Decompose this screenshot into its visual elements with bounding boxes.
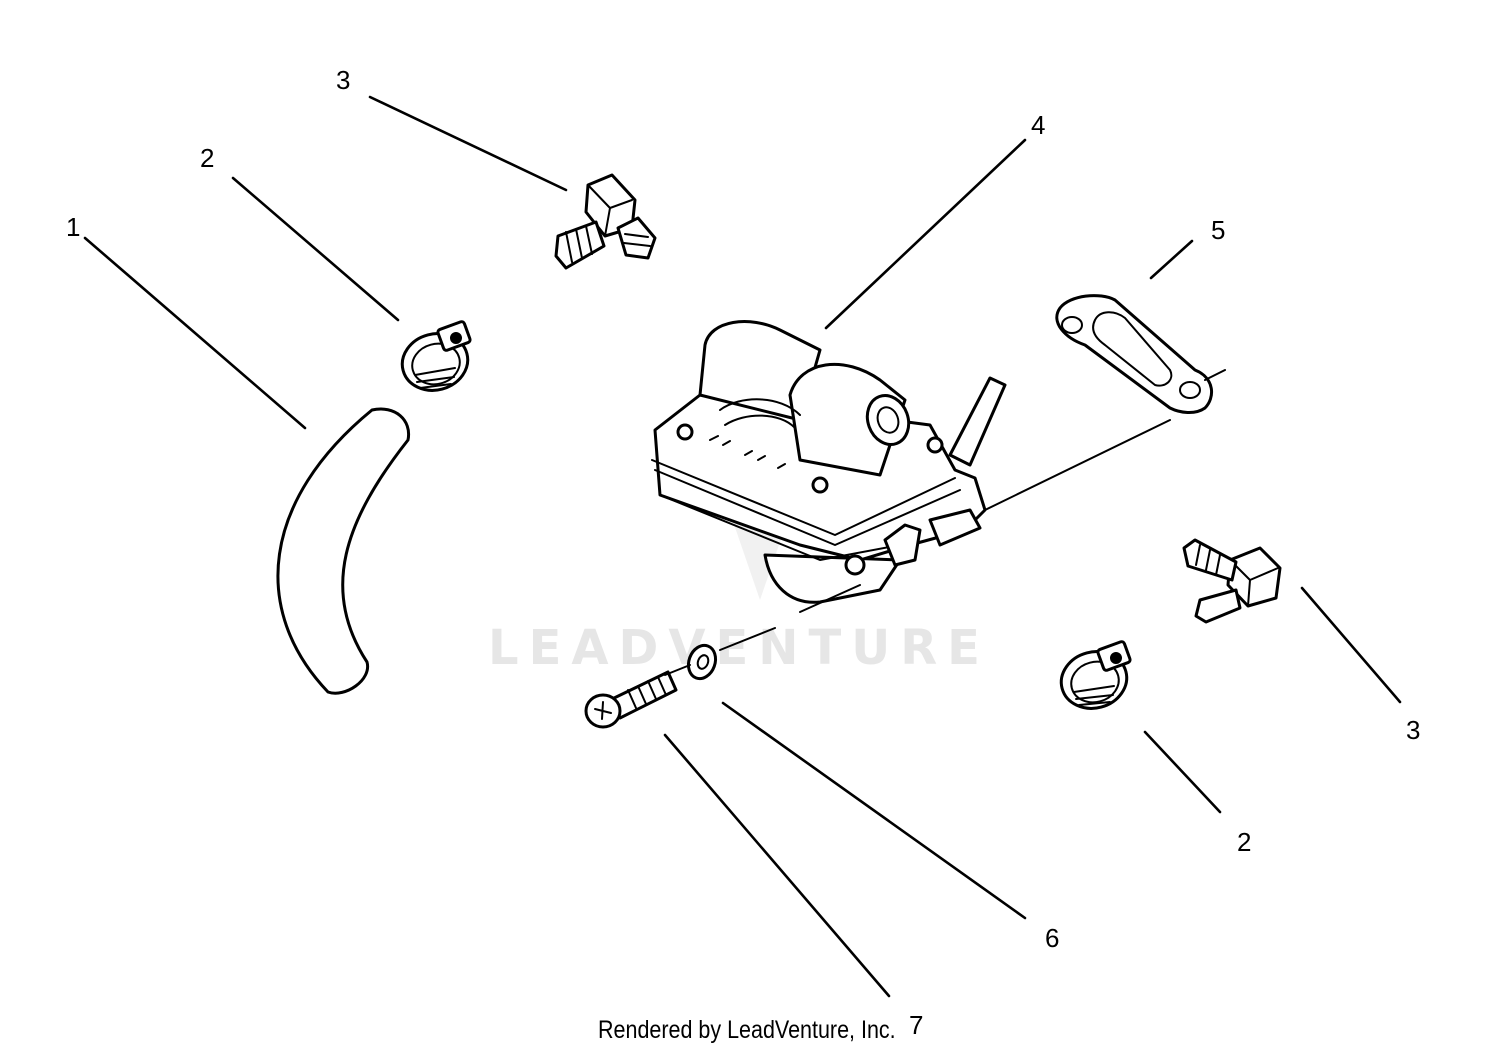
leader-line-4 bbox=[824, 138, 1027, 330]
footer-credit: Rendered by LeadVenture, Inc. bbox=[598, 1016, 896, 1044]
hose-clamp-lower[interactable] bbox=[1055, 640, 1133, 716]
leader-lines bbox=[83, 95, 1402, 998]
callout-1: 1 bbox=[66, 212, 80, 242]
leader-line-1 bbox=[83, 236, 307, 430]
leader-line-7 bbox=[663, 733, 891, 998]
watermark-text: LEADVENTURE bbox=[488, 620, 990, 676]
callout-2-lower: 2 bbox=[1237, 827, 1251, 857]
screw[interactable] bbox=[584, 670, 678, 729]
leader-line-2-upper bbox=[231, 176, 400, 322]
callout-5: 5 bbox=[1211, 215, 1225, 245]
assembly-centerline bbox=[664, 369, 1226, 676]
callout-3-upper: 3 bbox=[336, 65, 350, 95]
washer[interactable] bbox=[684, 642, 720, 683]
hose-clamp-upper[interactable] bbox=[396, 320, 474, 398]
elbow-fitting-upper[interactable] bbox=[554, 173, 657, 270]
leader-line-3-right bbox=[1300, 586, 1402, 704]
callout-4: 4 bbox=[1031, 110, 1045, 140]
callout-7: 7 bbox=[909, 1010, 923, 1040]
leader-line-6 bbox=[721, 701, 1027, 920]
fuel-pump[interactable] bbox=[651, 320, 1007, 604]
gasket[interactable] bbox=[1055, 294, 1214, 414]
leader-line-5 bbox=[1149, 239, 1194, 280]
callout-6: 6 bbox=[1045, 923, 1059, 953]
hose[interactable] bbox=[276, 407, 411, 695]
callout-labels: 1 2 3 4 5 3 2 6 7 bbox=[66, 65, 1420, 1040]
callout-2-upper: 2 bbox=[200, 143, 214, 173]
leader-line-2-lower bbox=[1143, 730, 1222, 814]
callout-3-right: 3 bbox=[1406, 715, 1420, 745]
leader-line-3-upper bbox=[368, 95, 568, 192]
elbow-fitting-right[interactable] bbox=[1182, 538, 1282, 624]
